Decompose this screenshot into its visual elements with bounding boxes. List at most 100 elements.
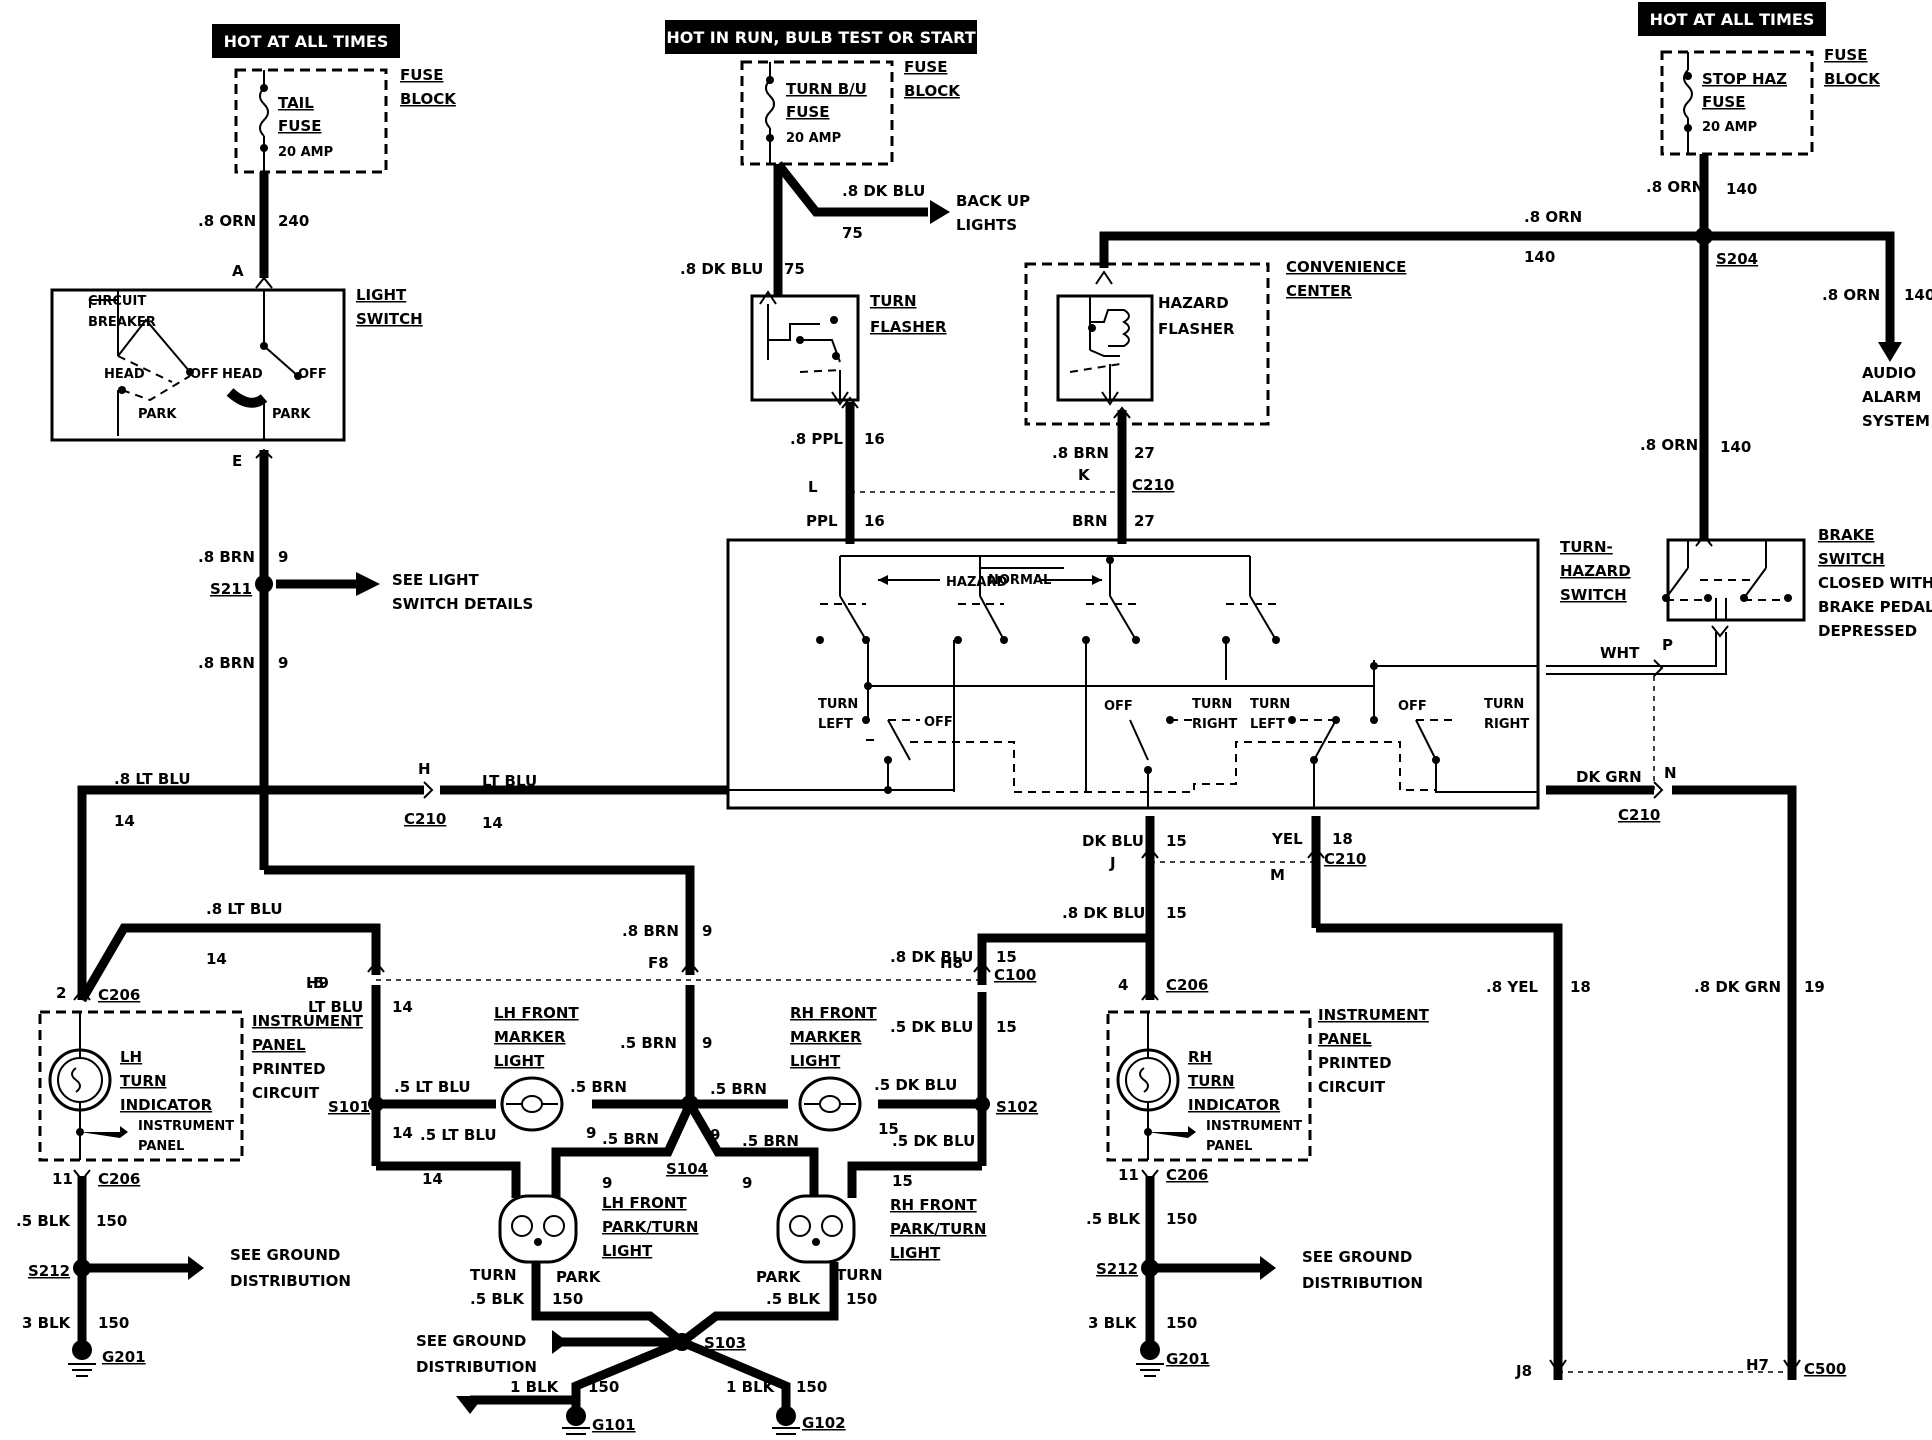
wires-w27b-color: BRN — [1072, 512, 1108, 530]
hazard-flasher-name1: HAZARD — [1158, 294, 1229, 312]
components-ip-circuit-left-line4: CIRCUIT — [252, 1084, 320, 1102]
wires-w140b-circuit: 140 — [1726, 180, 1757, 198]
ground-g102-icon — [772, 1406, 800, 1435]
wires-w240-circuit: 240 — [278, 212, 309, 230]
connectors-pin11a: 11 — [52, 1170, 73, 1188]
components-lh-front-park-turn-line2: PARK/TURN — [602, 1218, 698, 1236]
connectors-h8: H8 — [940, 954, 963, 972]
splices-s211: S211 — [210, 580, 252, 598]
ths-off1: OFF — [924, 715, 953, 730]
connectors-c206b: C206 — [98, 1170, 140, 1188]
wires-w27a-color: .8 BRN — [1052, 444, 1109, 462]
connectors-pin2: 2 — [56, 984, 66, 1002]
wires-w15f-color: .5 DK BLU — [892, 1132, 975, 1150]
ths-off3: OFF — [1398, 699, 1427, 714]
wires-w14a-circuit: 14 — [114, 812, 135, 830]
ground-flag-icon — [456, 1396, 484, 1414]
ground-arrow-1-icon — [188, 1256, 204, 1280]
tail-fuse-name2: FUSE — [278, 117, 321, 135]
rh-panel1: INSTRUMENT — [1206, 1119, 1302, 1134]
components-lh-front-marker-line1: LH FRONT — [494, 1004, 579, 1022]
components-see-ground-2-line2: DISTRIBUTION — [1302, 1274, 1423, 1292]
connectors-p: P — [1662, 636, 1673, 654]
components-see-ground-3-line2: DISTRIBUTION — [416, 1358, 537, 1376]
wires-w14e-color: .5 LT BLU — [394, 1078, 471, 1096]
wires-w14d-color2: LT BLU — [308, 998, 363, 1016]
wires-w14b-circuit: 14 — [482, 814, 503, 832]
wires-w27a-circuit: 27 — [1134, 444, 1155, 462]
connectors-k: K — [1078, 466, 1091, 484]
header-right-text: HOT AT ALL TIMES — [1650, 10, 1815, 29]
splices-s101: S101 — [328, 1098, 370, 1116]
ground-g201a-icon — [68, 1340, 96, 1377]
turn-flasher-name2: FLASHER — [870, 318, 947, 336]
brake-switch-line1: BRAKE — [1818, 526, 1874, 544]
connectors-c210c: C210 — [1324, 850, 1366, 868]
turn-bu-fuse-name2: FUSE — [786, 103, 829, 121]
splices-s103: S103 — [704, 1334, 746, 1352]
ths-hazard: HAZARD — [946, 575, 1007, 590]
turn-bu-fuse-block2: BLOCK — [904, 82, 961, 100]
wires-w14c-color: .8 LT BLU — [206, 900, 283, 918]
wires-w15e-circuit: 15 — [878, 1120, 899, 1138]
ths-turn1: TURN — [818, 697, 858, 712]
wires-w16b-color: PPL — [806, 512, 838, 530]
ths-right1: RIGHT — [1192, 717, 1237, 732]
components-audio-alarm-line3: SYSTEM — [1862, 412, 1930, 430]
ths-turn4: TURN — [1484, 697, 1524, 712]
wires-w140c-circuit: 140 — [1904, 286, 1932, 304]
connectors-e: E — [232, 452, 242, 470]
connectors-h9: H9 — [306, 974, 329, 992]
wires-w140c-color: .8 ORN — [1822, 286, 1880, 304]
connectors-c206a: C206 — [98, 986, 140, 1004]
brake-switch-line3: CLOSED WITH — [1818, 574, 1932, 592]
wires-w18b-color: .8 YEL — [1486, 978, 1538, 996]
connector-labels: A E L K C210 H C210 J M C210 N C210 P H9… — [52, 262, 1846, 1380]
components-rh-front-marker-line3: LIGHT — [790, 1052, 841, 1070]
splices-s104: S104 — [666, 1160, 708, 1178]
wires-w9d-color: .5 BRN — [620, 1034, 677, 1052]
brake-switch-line5: DEPRESSED — [1818, 622, 1917, 640]
splices-s102: S102 — [996, 1098, 1038, 1116]
wires-w9c-color: .8 BRN — [622, 922, 679, 940]
rh-turn-indicator: RH TURN INDICATOR INSTRUMENT PANEL — [1106, 1010, 1312, 1162]
turn-hazard-switch: HAZARD NORMAL TURN LEFT OFF OFF TURN RIG… — [726, 538, 1631, 810]
wires-w15b-color: .8 DK BLU — [1062, 904, 1145, 922]
rh-turn-line2: TURN — [1188, 1072, 1235, 1090]
lh-front-park-turn-light: LH FRONT PARK/TURN LIGHT TURN PARK — [470, 1194, 698, 1286]
grounds-g101: G101 — [592, 1416, 636, 1434]
wires-w150a-circuit: 150 — [96, 1212, 127, 1230]
light-switch: CIRCUIT BREAKER HEAD OFF HEAD OFF PARK P… — [50, 286, 423, 442]
components-rh-front-marker-line2: MARKER — [790, 1028, 862, 1046]
connectors-n: N — [1664, 764, 1677, 782]
wires-w150g-circuit: 150 — [588, 1378, 619, 1396]
grounds-g102: G102 — [802, 1414, 846, 1432]
wires-w18a-color: YEL — [1271, 830, 1303, 848]
components-ip-circuit-left-line3: PRINTED — [252, 1060, 326, 1078]
components-see-ground-1-line2: DISTRIBUTION — [230, 1272, 351, 1290]
connectors-c206d: C206 — [1166, 1166, 1208, 1184]
wires-w140a-circuit: 140 — [1524, 248, 1555, 266]
ground-g201b-icon — [1136, 1340, 1164, 1377]
connectors-pin11b: 11 — [1118, 1166, 1139, 1184]
wires-w19-circuit: 19 — [1804, 978, 1825, 996]
turn-bu-fuse-block: TURN B/U FUSE 20 AMP FUSE BLOCK — [740, 58, 961, 166]
light-switch-head1: HEAD — [104, 367, 145, 382]
audio-alarm-arrow-icon — [1878, 342, 1902, 362]
stop-haz-fuse-block: STOP HAZ FUSE 20 AMP FUSE BLOCK — [1660, 46, 1881, 156]
stop-haz-fuse-name1: STOP HAZ — [1702, 70, 1787, 88]
wires-w150e-color: .5 BLK — [470, 1290, 525, 1308]
ths-off2: OFF — [1104, 699, 1133, 714]
connector-dashes — [376, 491, 1792, 1373]
wires-w150h-color: 1 BLK — [726, 1378, 776, 1396]
wires-w150b-circuit: 150 — [98, 1314, 129, 1332]
wires-w14f-circuit: 14 — [422, 1170, 443, 1188]
connectors-h: H — [418, 760, 431, 778]
ths-normal: NORMAL — [988, 573, 1051, 588]
header-left-text: HOT AT ALL TIMES — [224, 32, 389, 51]
lh-turn-line2: TURN — [120, 1072, 167, 1090]
wires-w9g-circuit: 9 — [710, 1126, 720, 1144]
see-light-arrow-icon — [356, 572, 380, 596]
rh-front-marker-light: RH FRONT MARKER LIGHT — [790, 1004, 877, 1132]
wires-w150d-circuit: 150 — [1166, 1314, 1197, 1332]
